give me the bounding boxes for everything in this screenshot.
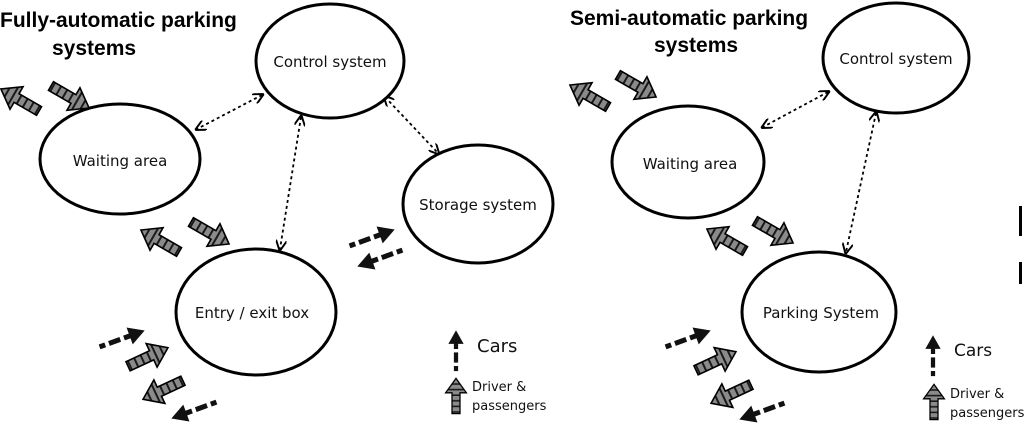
car-arrow-icon	[354, 242, 405, 275]
edge-artifact	[1019, 262, 1022, 284]
car-arrow-icon	[96, 322, 147, 355]
node-label: Control system	[839, 50, 952, 68]
person-arrow-icon	[689, 339, 743, 383]
legend-person-arrow-icon	[444, 377, 468, 415]
legend-cars-label: Cars	[477, 336, 517, 357]
person-arrow-icon	[699, 216, 753, 264]
legend-car-arrow-icon	[448, 330, 463, 371]
panel-semi-automatic: Semi-automatic parking systems Control s…	[562, 1, 1024, 427]
panel-title-line1: Semi-automatic parking	[570, 7, 808, 30]
node-control-system: Control system	[254, 2, 406, 120]
connector-control-storage	[385, 97, 438, 153]
legend: Cars Driver & passengers	[444, 330, 547, 415]
person-arrow-icon	[0, 76, 47, 124]
node-label: Control system	[273, 53, 386, 71]
legend-cars-label: Cars	[954, 341, 992, 361]
car-arrow-icon	[346, 221, 397, 254]
person-arrow-icon	[133, 217, 187, 265]
connector-control-waiting	[197, 95, 262, 129]
panel-title-line2: systems	[654, 34, 738, 57]
node-label: Storage system	[419, 196, 537, 214]
legend: Cars Driver & passengers	[922, 335, 1024, 421]
node-control-system: Control system	[821, 1, 971, 115]
edge-artifact	[1019, 206, 1022, 236]
panel-title-line1: Fully-automatic parking	[0, 9, 237, 32]
person-arrow-icon	[183, 209, 237, 257]
node-label: Waiting area	[643, 155, 738, 173]
node-parking-system: Parking System	[740, 250, 898, 374]
connectors	[763, 92, 876, 252]
panel-title-line2: systems	[52, 37, 136, 60]
node-label: Parking System	[763, 304, 879, 322]
legend-person-arrow-icon	[922, 383, 946, 421]
connector-control-entry	[280, 117, 301, 249]
legend-driver-label-line2: passengers	[472, 399, 547, 414]
legend-driver-label-line1: Driver &	[472, 380, 526, 395]
node-storage-system: Storage system	[401, 143, 555, 265]
node-entry-exit-box: Entry / exit box	[174, 247, 338, 377]
person-arrow-icon	[610, 62, 664, 110]
legend-driver-label-line1: Driver &	[950, 387, 1004, 402]
connector-control-waiting	[763, 92, 828, 127]
car-arrow-icon	[168, 394, 219, 427]
person-arrow-icon	[136, 368, 190, 412]
node-label: Waiting area	[73, 152, 168, 170]
person-arrow-icon	[121, 335, 175, 379]
node-waiting-area: Waiting area	[38, 102, 202, 216]
panel-fully-automatic: Fully-automatic parking systems Control …	[0, 2, 555, 427]
node-label: Entry / exit box	[195, 304, 309, 322]
car-arrow-icon	[736, 395, 787, 427]
node-waiting-area: Waiting area	[610, 104, 766, 220]
person-arrow-icon	[747, 208, 801, 256]
legend-car-arrow-icon	[925, 335, 940, 376]
car-arrow-icon	[662, 322, 713, 355]
connectors	[197, 95, 438, 249]
legend-driver-label-line2: passengers	[950, 406, 1024, 421]
person-arrow-icon	[562, 72, 616, 120]
connector-control-parking	[846, 113, 876, 252]
